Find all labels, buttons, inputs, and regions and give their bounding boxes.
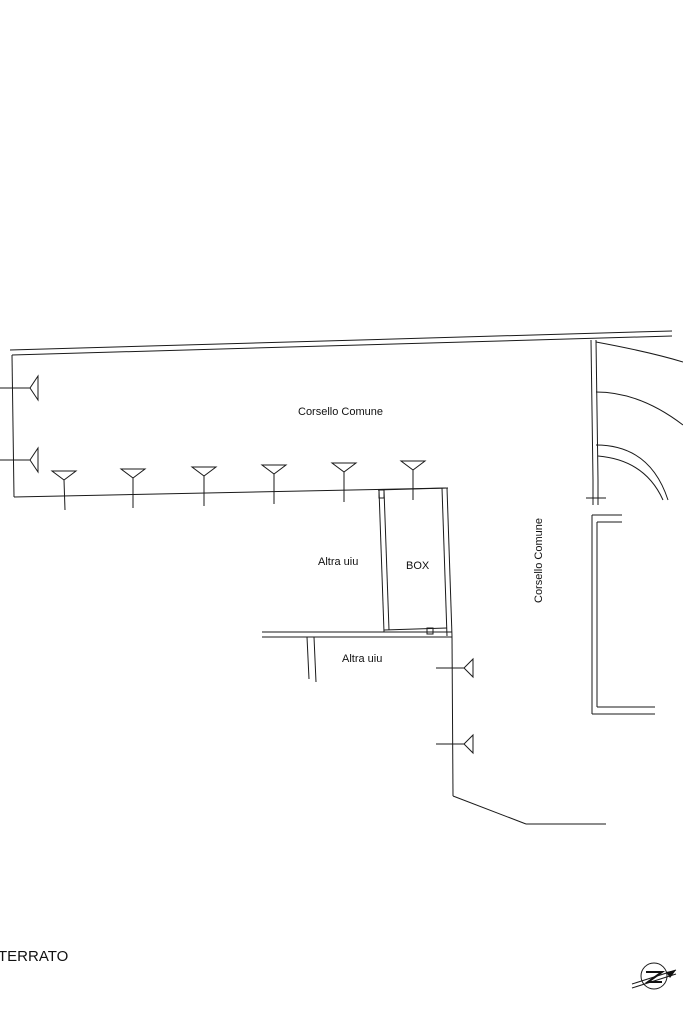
column-marker — [436, 657, 474, 679]
altra-uiu-label-1: Altra uiu — [318, 556, 358, 568]
column-marker — [0, 374, 39, 402]
column-marker — [0, 446, 39, 474]
ramp-walls — [586, 339, 683, 505]
corsello-label-right: Corsello Comune — [533, 518, 545, 603]
lower-right-wall — [451, 635, 606, 825]
column-marker — [399, 460, 427, 500]
corsello-label-top: Corsello Comune — [298, 406, 383, 418]
right-block-walls — [591, 514, 655, 715]
column-marker — [50, 470, 78, 511]
altra-uiu-label-2: Altra uiu — [342, 653, 382, 665]
column-marker — [436, 733, 474, 755]
altra-uiu-walls — [262, 631, 452, 683]
column-marker — [190, 466, 218, 506]
box-label: BOX — [406, 560, 430, 572]
corridor-top-wall — [9, 330, 673, 356]
box-unit — [378, 487, 453, 637]
north-arrow-icon — [631, 962, 677, 990]
column-marker — [119, 468, 147, 508]
corridor-left-wall — [11, 354, 15, 498]
corridor-bottom-wall — [13, 487, 447, 498]
floor-title: TERRATO — [0, 948, 68, 965]
column-marker — [330, 462, 358, 502]
column-marker — [260, 464, 288, 504]
